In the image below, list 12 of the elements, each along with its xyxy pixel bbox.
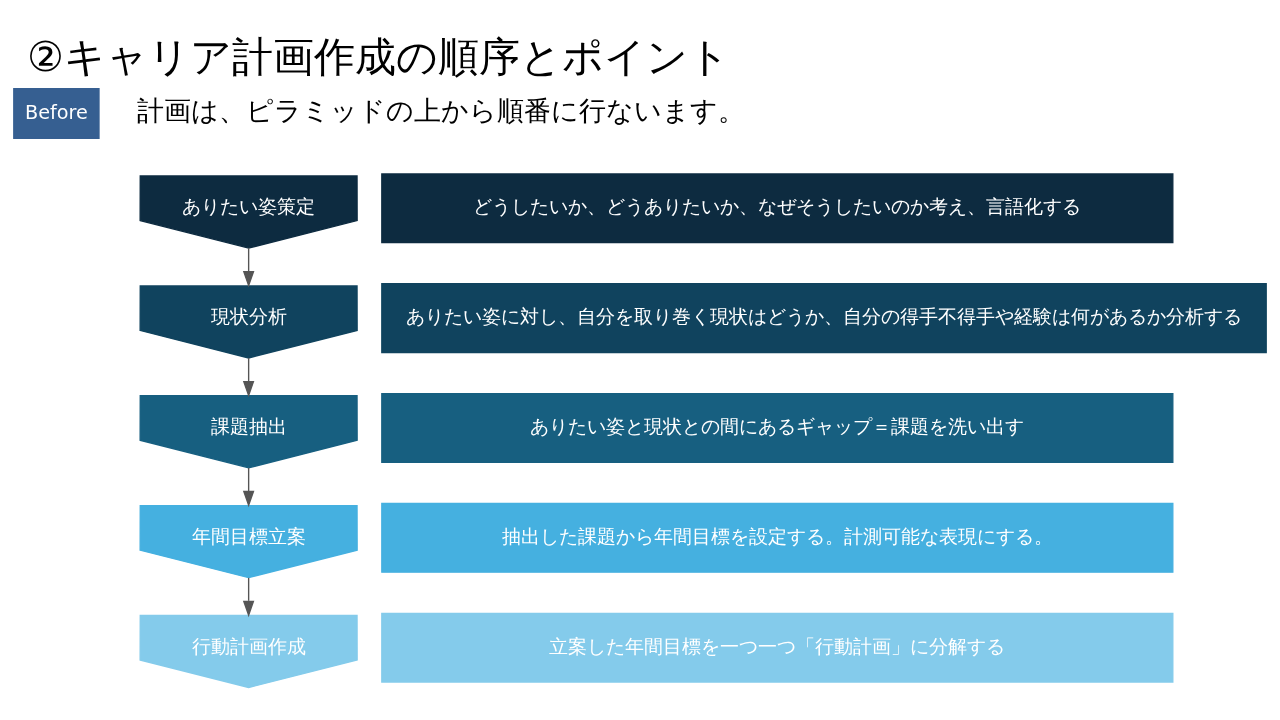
arrow: [242, 467, 255, 508]
node-box: 抽出した課題から年間目標を設定する。計測可能な表現にする。: [381, 502, 1174, 573]
label: Before: [24, 100, 88, 124]
diagram-title: ②キャリア計画作成の順序とポイント: [26, 32, 730, 81]
arrow: [242, 577, 255, 618]
arrow: [242, 247, 255, 288]
node-box: ありたい姿に対し、自分を取り巻く現状はどうか、自分の得手不得手や経験は何があるか分析する: [381, 283, 1267, 354]
node-box: どうしたいか、どうありたいか、なぜそうしたいのか考え、言語化する: [381, 173, 1174, 244]
node-box: ありたい姿と現状との間にあるギャップ＝課題を洗い出す: [381, 392, 1174, 463]
node-box: 立案した年間目標を一つ一つ「行動計画」に分解する: [381, 612, 1174, 683]
label: 計画は、ピラミッドの上から順番に行ないます。: [136, 95, 745, 127]
arrow: [242, 357, 255, 398]
